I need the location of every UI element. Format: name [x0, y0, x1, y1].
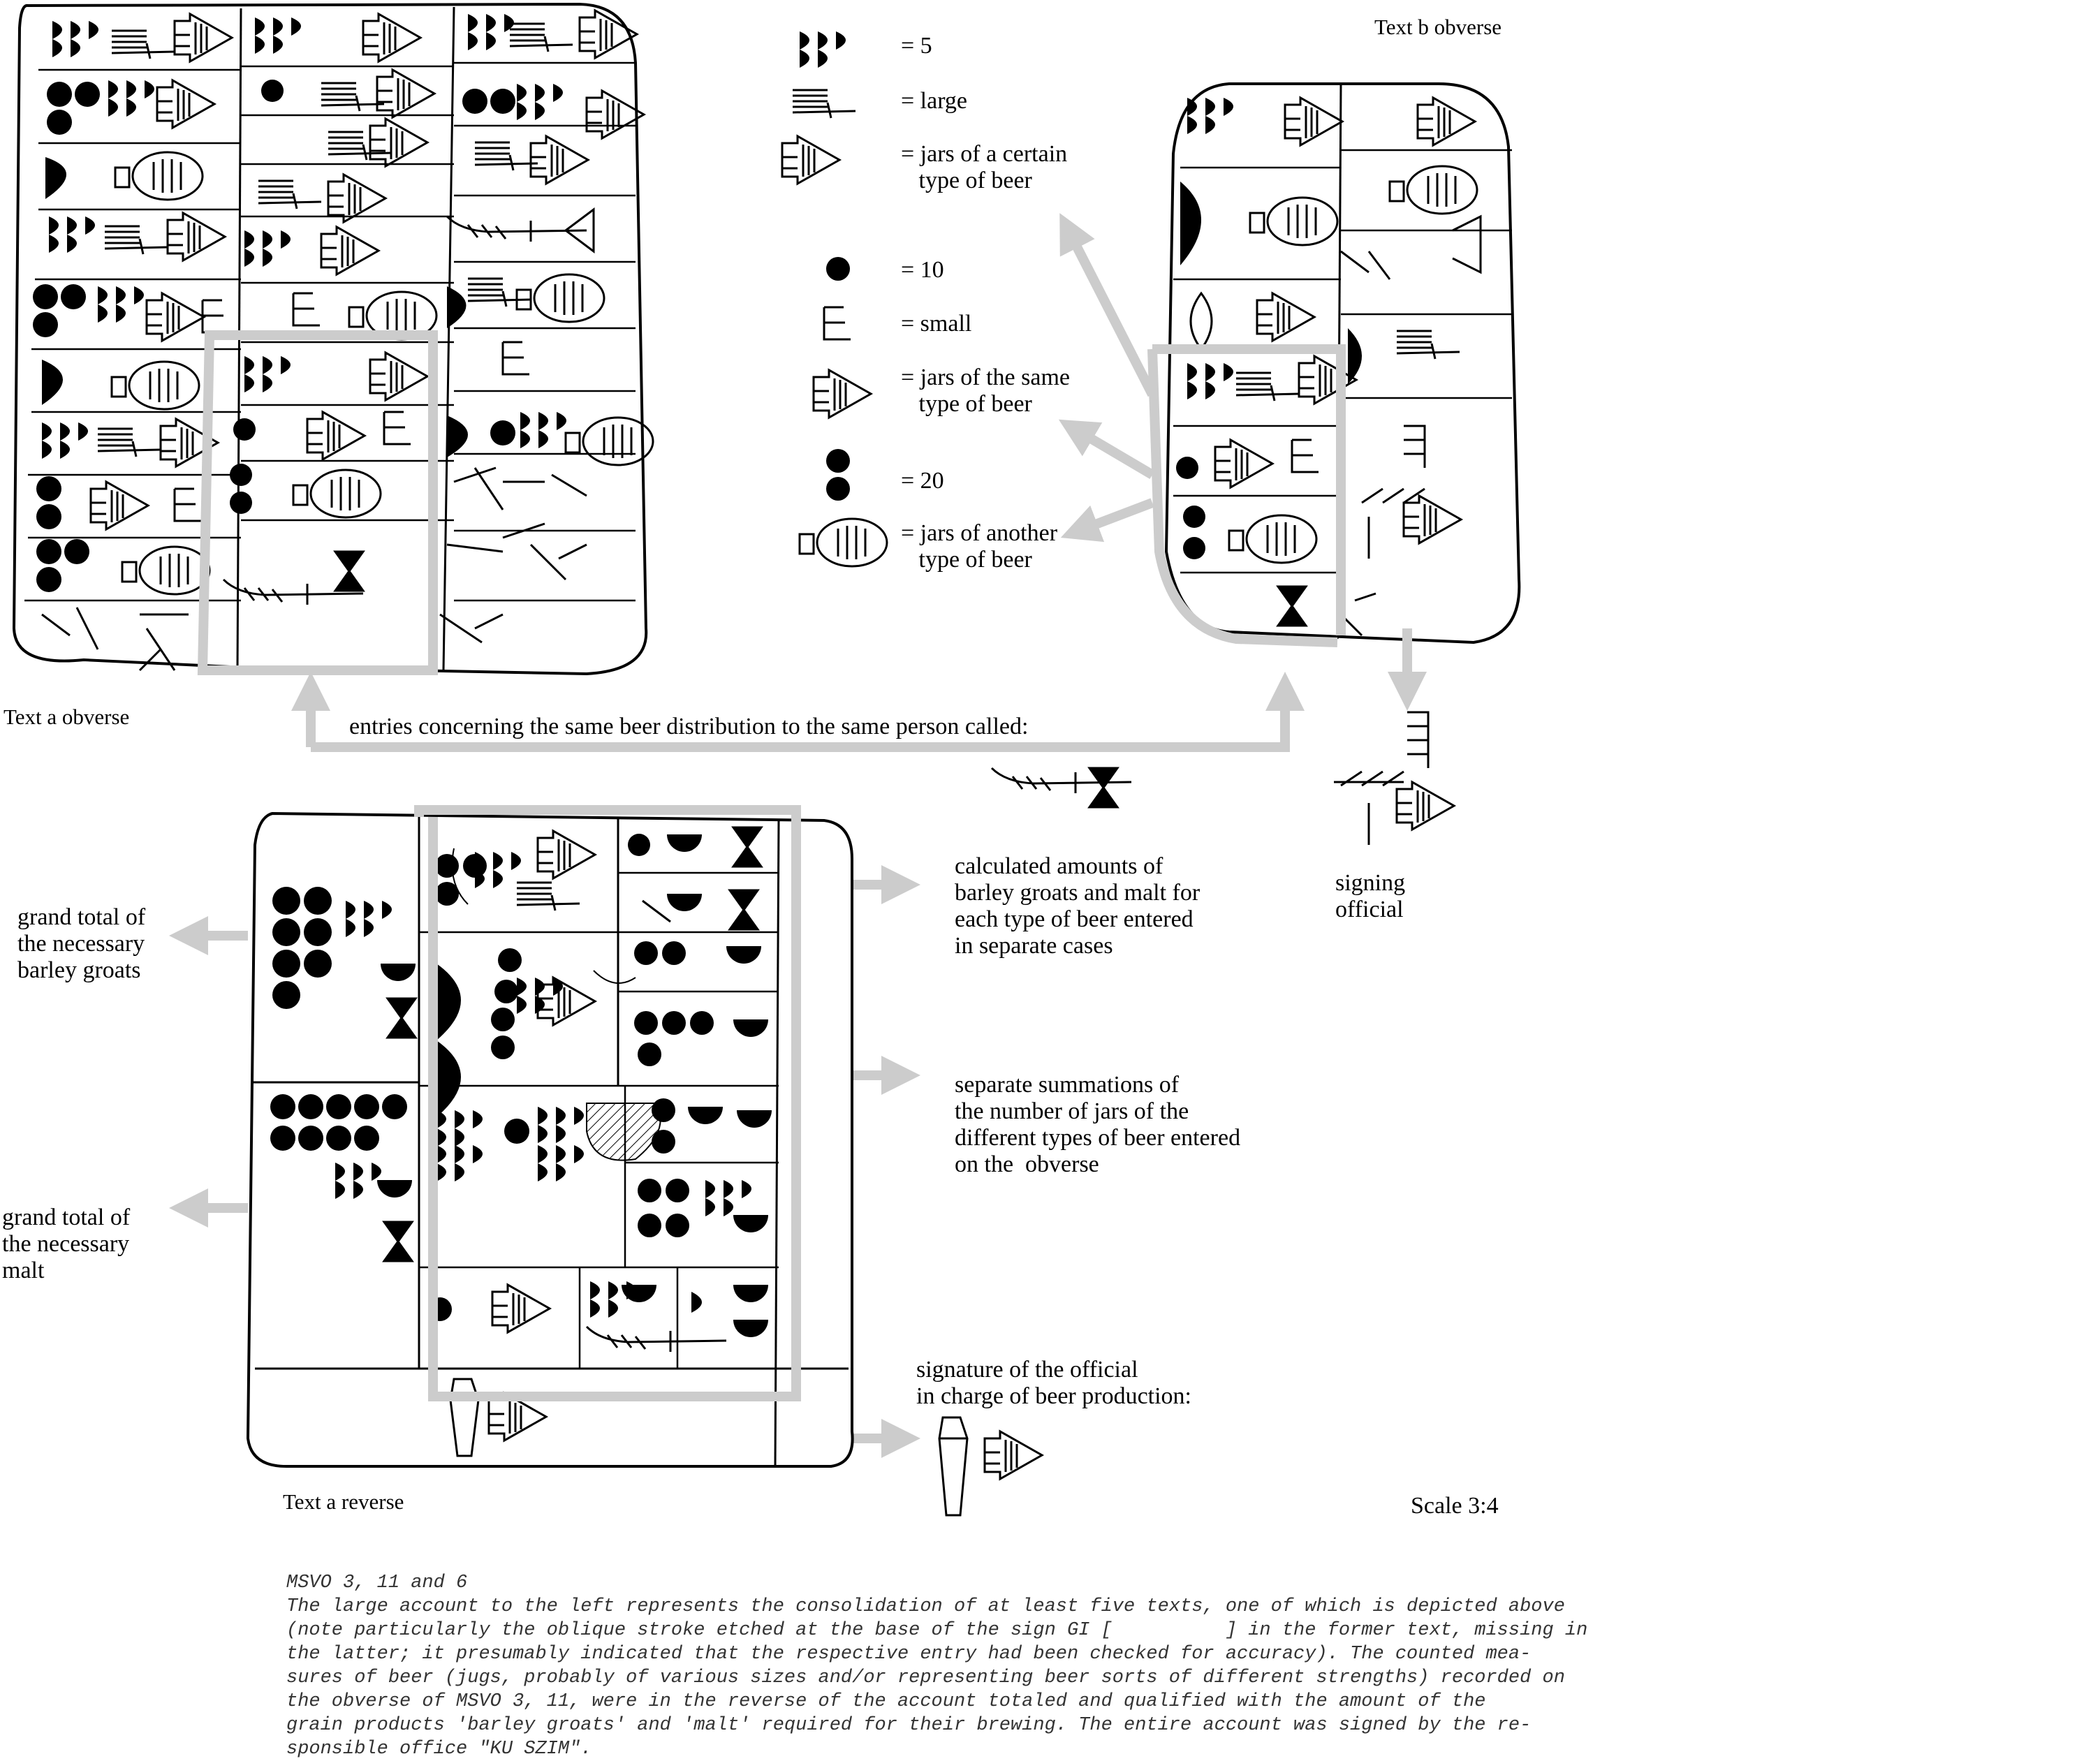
caption-line: grain products 'barley groats' and 'malt… — [286, 1714, 2074, 1737]
caption-line: (note particularly the oblique stroke et… — [286, 1619, 2074, 1642]
caption-line: the obverse of MSVO 3, 11, were in the r… — [286, 1690, 2074, 1714]
grand-total-groats-label: grand total of the necessary barley groa… — [17, 904, 145, 984]
tablet-text-a-reverse — [248, 810, 853, 1466]
legend-jars-another-label: = jars of another type of beer — [901, 520, 1057, 573]
legend-jars-same-label: = jars of the same type of beer — [901, 364, 1070, 418]
legend-large-label: = large — [901, 88, 967, 115]
entries-label: entries concerning the same beer distrib… — [349, 714, 1028, 740]
signature-label: signature of the official in charge of b… — [916, 1357, 1191, 1410]
legend-twenty-label: = 20 — [901, 468, 944, 494]
grand-total-malt-label: grand total of the necessary malt — [2, 1204, 130, 1284]
summations-label: separate summations of the number of jar… — [955, 1072, 1240, 1178]
figure-caption: MSVO 3, 11 and 6 The large account to th… — [286, 1571, 2074, 1761]
calculated-amounts-label: calculated amounts of barley groats and … — [955, 853, 1200, 959]
caption-line: the latter; it presumably indicated that… — [286, 1642, 2074, 1666]
signing-official-sign — [1334, 712, 1454, 845]
person-name-sign — [992, 768, 1131, 807]
text-a-obverse-label: Text a obverse — [3, 704, 129, 730]
scale-label: Scale 3:4 — [1411, 1493, 1499, 1519]
legend-five-label: = 5 — [901, 33, 932, 59]
legend-ten-label: = 10 — [901, 257, 944, 283]
caption-line: MSVO 3, 11 and 6 — [286, 1571, 2074, 1595]
signature-sign — [939, 1417, 1042, 1515]
text-b-obverse-label: Text b obverse — [1374, 14, 1501, 40]
caption-line: sures of beer (jugs, probably of various… — [286, 1666, 2074, 1690]
legend-small-label: = small — [901, 311, 971, 337]
legend-signs — [782, 31, 887, 566]
legend-jars-certain-label: = jars of a certain type of beer — [901, 141, 1067, 194]
signing-official-label: signing official — [1335, 870, 1405, 923]
caption-line: The large account to the left represents… — [286, 1595, 2074, 1619]
caption-line: sponsible office "KU SZIM". — [286, 1737, 2074, 1761]
tablet-text-b-obverse — [1152, 84, 1519, 642]
text-a-reverse-label: Text a reverse — [283, 1489, 404, 1515]
tablet-text-a-obverse — [14, 4, 653, 674]
